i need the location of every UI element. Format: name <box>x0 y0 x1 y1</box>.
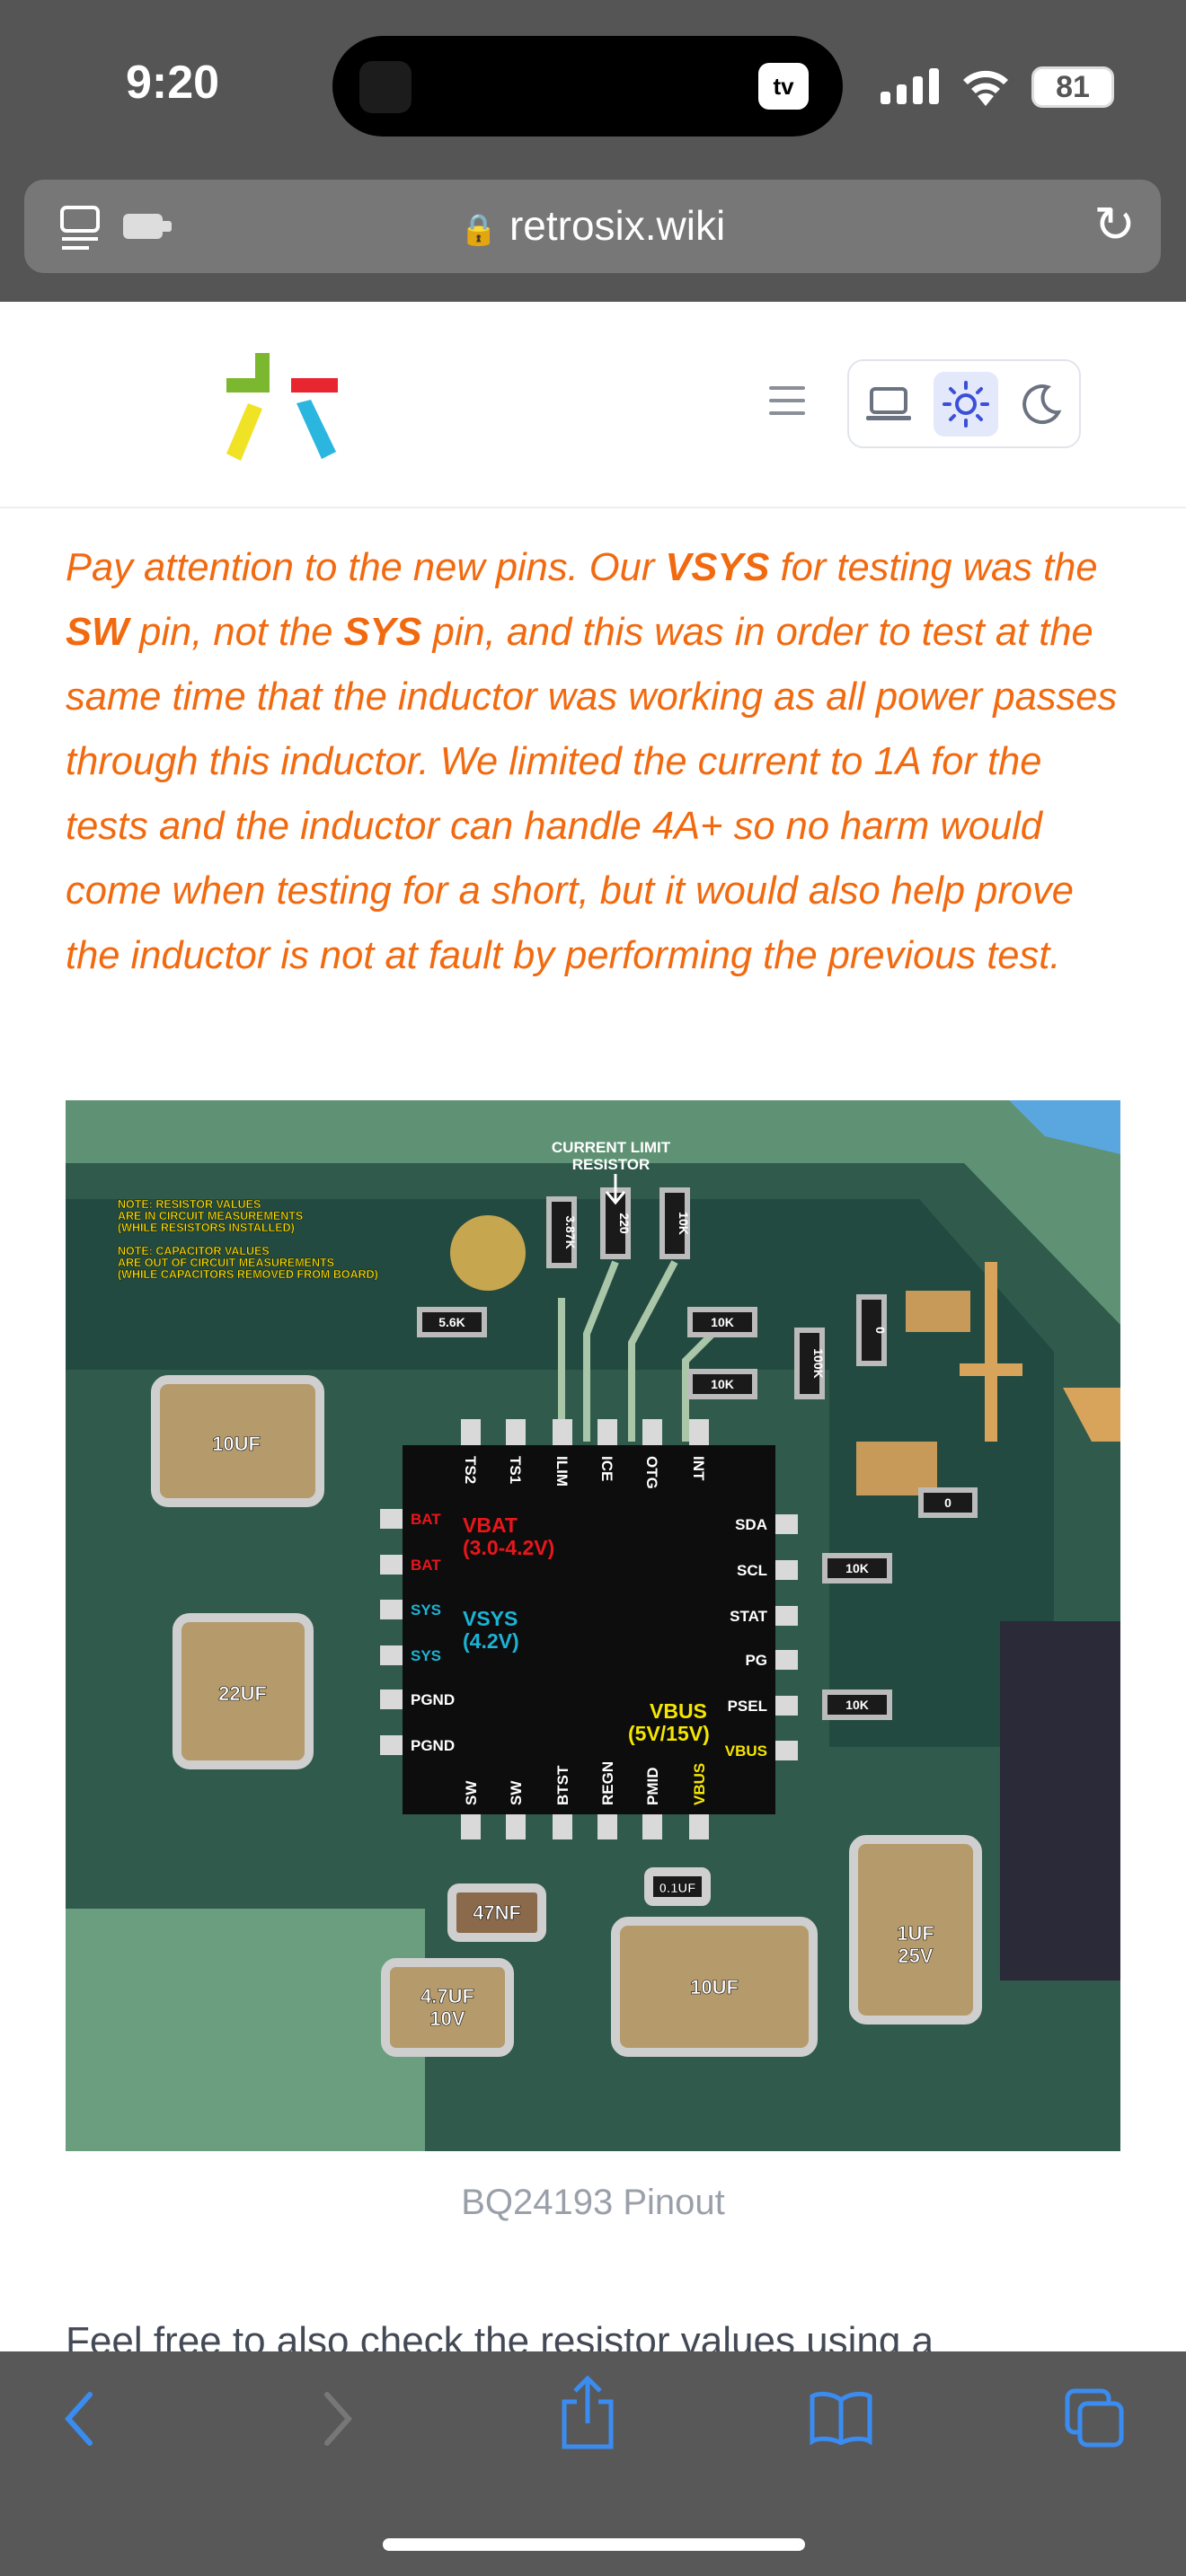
cap-label: 4.7UF <box>420 1985 474 2007</box>
note-line: NOTE: RESISTOR VALUES <box>118 1198 261 1211</box>
bq24193-chip <box>403 1445 775 1814</box>
pin-label: BTST <box>554 1765 571 1805</box>
pin-label: SDA <box>735 1516 767 1533</box>
pin-label: VBUS <box>725 1742 767 1760</box>
vbat-range: (3.0-4.2V) <box>463 1536 554 1559</box>
pin-label: PMID <box>644 1768 661 1806</box>
bookmarks-icon[interactable] <box>809 2391 873 2445</box>
text: for testing was the <box>769 546 1098 589</box>
resistor-label: 0 <box>873 1327 888 1334</box>
apple-tv-icon: tv <box>758 63 809 110</box>
pin-label: ICE <box>598 1456 615 1481</box>
light-theme-sun-icon[interactable] <box>934 372 998 437</box>
current-limit-label: CURRENT LIMIT <box>552 1139 671 1156</box>
pin-label: PGND <box>411 1691 455 1708</box>
emphasis-sw: SW <box>66 611 129 654</box>
extension-icon[interactable] <box>123 210 193 243</box>
reload-icon[interactable]: ↻ <box>1093 196 1136 252</box>
text: Pay attention to the new pins. Our <box>66 546 666 589</box>
resistor-label: 5.6K <box>438 1315 465 1329</box>
pinout-image[interactable]: 10UF 22UF 47NF 4.7UF 10V 10UF 0.1UF 1UF … <box>66 1100 1120 2151</box>
pin-label: PGND <box>411 1737 455 1754</box>
cap-label: 10UF <box>212 1433 261 1455</box>
url-text: retrosix.wiki <box>509 202 726 249</box>
pin-label: SCL <box>737 1562 767 1579</box>
forward-icon[interactable] <box>320 2387 356 2450</box>
emphasis-sys: SYS <box>343 611 422 654</box>
cap-label: 10UF <box>690 1976 739 1998</box>
emphasis-vsys: VSYS <box>665 546 770 589</box>
cap-label: 10V <box>429 2007 465 2030</box>
note-line: NOTE: CAPACITOR VALUES <box>118 1245 270 1257</box>
battery-indicator: 81 <box>1031 66 1114 108</box>
figure-caption: BQ24193 Pinout <box>461 2183 725 2222</box>
pin-label: OTG <box>643 1456 660 1489</box>
home-indicator[interactable] <box>383 2538 805 2551</box>
system-theme-laptop-icon[interactable] <box>856 372 921 437</box>
article-paragraph: Pay attention to the new pins. Our VSYS … <box>66 535 1126 988</box>
pin-label: BAT <box>411 1511 441 1528</box>
resistor-label: 10K <box>677 1212 691 1235</box>
pin-label: SW <box>463 1780 480 1805</box>
dark-theme-moon-icon[interactable] <box>1009 372 1074 437</box>
pin-label: SW <box>508 1780 525 1805</box>
share-icon[interactable] <box>561 2375 615 2450</box>
resistor-label: 100K <box>811 1348 826 1378</box>
clock: 9:20 <box>126 57 220 109</box>
pin-label: PG <box>745 1652 767 1669</box>
cellular-signal-icon <box>881 68 939 104</box>
resistor-label: 3.87K <box>563 1215 578 1248</box>
resistor-label: 0 <box>944 1495 951 1510</box>
live-activity-icon <box>359 61 412 113</box>
back-icon[interactable] <box>61 2387 97 2450</box>
vsys-value: (4.2V) <box>463 1629 519 1653</box>
tabs-icon[interactable] <box>1064 2387 1125 2448</box>
cap-label: 22UF <box>218 1682 267 1705</box>
address-bar[interactable]: 🔒 retrosix.wiki ↻ <box>24 180 1161 273</box>
pin-label: TS2 <box>462 1456 479 1484</box>
pin-label: SYS <box>411 1601 441 1619</box>
pin-label: PSEL <box>728 1698 767 1715</box>
note-line: ARE IN CIRCUIT MEASUREMENTS <box>118 1210 303 1222</box>
vsys-label: VSYS <box>463 1607 518 1630</box>
vbus-label: VBUS <box>650 1699 707 1723</box>
cap-label: 1UF <box>897 1922 934 1945</box>
pin-label: INT <box>690 1456 707 1481</box>
hamburger-menu-icon[interactable] <box>769 386 805 417</box>
cap-label: 25V <box>898 1945 933 1967</box>
cap-label: 47NF <box>473 1901 521 1924</box>
resistor-label: 10K <box>845 1698 869 1712</box>
resistor-label: 10K <box>711 1315 734 1329</box>
vbus-range: (5V/15V) <box>628 1722 710 1745</box>
note-line: (WHILE RESISTORS INSTALLED) <box>118 1222 295 1234</box>
resistor-label: 10K <box>845 1561 869 1575</box>
pin-label: VBUS <box>691 1763 708 1805</box>
resistor-label: 220 <box>617 1213 632 1234</box>
pin-label: STAT <box>730 1608 767 1625</box>
resistor-label: 10K <box>711 1377 734 1391</box>
pin-label: BAT <box>411 1557 441 1574</box>
note-line: (WHILE CAPACITORS REMOVED FROM BOARD) <box>118 1268 378 1281</box>
pin-label: TS1 <box>507 1456 524 1484</box>
vbat-label: VBAT <box>463 1513 518 1537</box>
retrosix-logo[interactable] <box>226 353 338 461</box>
reader-page-menu-icon[interactable] <box>58 205 102 251</box>
arrow-down-icon <box>605 1174 626 1205</box>
pin-label: REGN <box>599 1761 616 1805</box>
theme-switcher <box>847 359 1081 448</box>
wifi-icon <box>963 70 1008 106</box>
lock-icon: 🔒 <box>459 213 499 247</box>
text: pin, and this was in order to test at th… <box>66 611 1118 977</box>
text: pin, not the <box>128 611 344 654</box>
current-limit-label: RESISTOR <box>572 1156 651 1173</box>
cap-label: 0.1UF <box>659 1881 696 1896</box>
dynamic-island: tv <box>332 36 843 137</box>
note-line: ARE OUT OF CIRCUIT MEASUREMENTS <box>118 1257 334 1269</box>
pin-label: SYS <box>411 1647 441 1664</box>
pin-label: ILIM <box>553 1456 571 1486</box>
